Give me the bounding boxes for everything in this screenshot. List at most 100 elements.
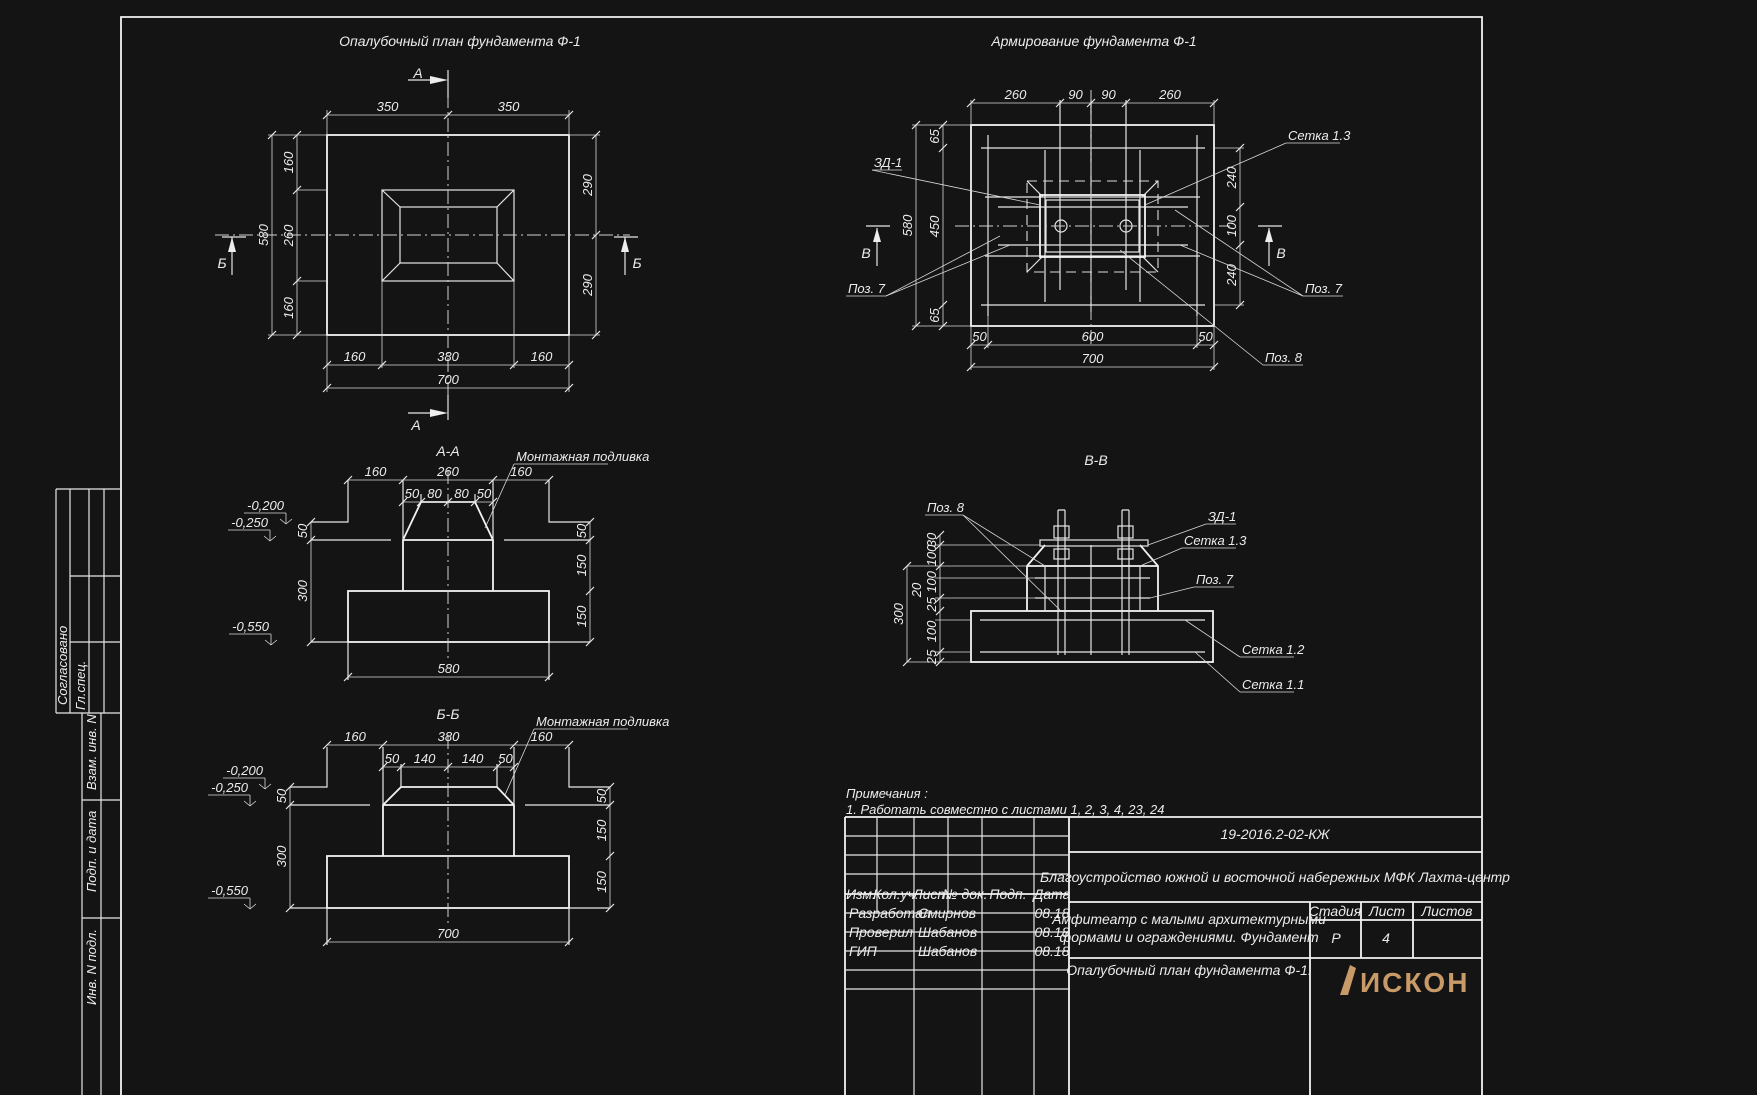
dimension-value: 350 xyxy=(377,99,399,114)
dimension-line xyxy=(443,110,453,120)
dimension-line xyxy=(279,518,287,525)
callout-label: Поз. 8 xyxy=(1265,350,1303,365)
project-name: Благоустройство южной и восточной набере… xyxy=(1040,869,1510,885)
dimension-value: 700 xyxy=(437,372,459,387)
formwork-plan: А А Б Б xyxy=(215,65,642,433)
dimension-line xyxy=(591,130,601,140)
dimension-line xyxy=(292,185,302,195)
dimension-value: 300 xyxy=(274,845,289,867)
callout-label: Монтажная подливка xyxy=(536,714,669,729)
dimension-line xyxy=(285,903,295,913)
dimension-line xyxy=(249,800,257,807)
sheet-value: 4 xyxy=(1382,930,1390,946)
dimension-value: 700 xyxy=(437,926,459,941)
dimension-line xyxy=(243,800,251,807)
dimension-line xyxy=(938,300,948,310)
row-date: 08.18 xyxy=(1034,943,1069,959)
dimension-line xyxy=(285,518,293,525)
header-sign: Подп. xyxy=(989,886,1026,902)
dimension-line xyxy=(264,639,272,646)
row-name: Шабанов xyxy=(918,943,977,959)
dimension-line xyxy=(938,143,948,153)
dimension-value: 240 xyxy=(1224,166,1239,189)
dimension-line xyxy=(1147,523,1207,546)
dimension-value: 50 xyxy=(274,788,289,803)
dimension-line xyxy=(1235,202,1245,212)
row-name: Смирнов xyxy=(918,905,976,921)
elevation-mark: -0,550 xyxy=(232,619,270,634)
dimension-value: 580 xyxy=(256,223,271,245)
dimension-value: 290 xyxy=(580,173,595,196)
drawing-name: Опалубочный план фундамента Ф-1. xyxy=(1066,962,1312,978)
plan-title: Опалубочный план фундамента Ф-1 xyxy=(339,33,581,49)
dimension-line xyxy=(398,475,408,485)
header-kol: Кол.уч. xyxy=(873,886,919,902)
dimension-line xyxy=(1235,240,1245,250)
cut-v-left: В xyxy=(861,245,870,261)
reinforcement-title: Армирование фундамента Ф-1 xyxy=(990,33,1196,49)
elevation-mark: -0,250 xyxy=(211,780,249,795)
dimension-value: 100 xyxy=(924,620,939,642)
section-vv-title: В-В xyxy=(1084,452,1107,468)
dimension-line xyxy=(267,330,277,340)
dimension-line xyxy=(377,360,387,370)
dimension-line xyxy=(938,321,948,331)
dimension-value: 600 xyxy=(1082,329,1104,344)
dimension-line xyxy=(1119,249,1264,366)
dimension-line xyxy=(885,244,1011,297)
dimension-line xyxy=(962,514,1046,567)
callout-label: Поз. 7 xyxy=(1196,572,1234,587)
dimension-line xyxy=(398,497,408,507)
elevation-mark: -0,200 xyxy=(247,498,285,513)
dimension-value: 25 xyxy=(924,649,939,665)
dimension-line xyxy=(935,540,945,550)
dimension-line xyxy=(966,362,976,372)
dimension-line xyxy=(322,360,332,370)
dimension-value: 80 xyxy=(427,486,442,501)
dimension-value: 65 xyxy=(927,129,942,144)
dimension-value: 50 xyxy=(574,523,589,538)
cut-v-right: В xyxy=(1276,245,1285,261)
stamp-replaced: Взам. инв. N xyxy=(84,714,99,790)
dimension-line xyxy=(396,762,406,772)
dimension-line xyxy=(249,903,257,910)
dimension-line xyxy=(488,475,498,485)
dimension-line xyxy=(544,672,554,682)
dimension-line xyxy=(605,782,615,792)
dimension-line xyxy=(306,637,316,647)
dimension-line xyxy=(605,851,615,861)
dimension-line xyxy=(306,517,316,527)
logo-icon xyxy=(1340,965,1356,995)
dimension-value: 160 xyxy=(531,349,553,364)
callout-label: Сетка 1.3 xyxy=(1184,533,1247,548)
dimension-line xyxy=(935,530,945,540)
dimension-value: 150 xyxy=(574,605,589,627)
dimension-line xyxy=(871,169,1041,206)
row-role: ГИП xyxy=(849,943,878,959)
dimension-line xyxy=(911,120,921,130)
dimension-line xyxy=(1209,98,1219,108)
dimension-line xyxy=(292,130,302,140)
dimension-line xyxy=(935,606,945,616)
doc-code: 19-2016.2-02-КЖ xyxy=(1220,826,1330,842)
dimension-line xyxy=(1174,209,1304,297)
dimension-line xyxy=(935,657,945,667)
row-date: 08.18 xyxy=(1034,924,1069,940)
header-izm: Изм. xyxy=(846,886,876,902)
dimension-line xyxy=(935,593,945,603)
dimension-line xyxy=(564,937,574,947)
callout-label: Поз. 7 xyxy=(848,281,886,296)
sheet-label: Лист xyxy=(1368,903,1405,919)
dimension-value: 150 xyxy=(574,554,589,576)
dimension-line xyxy=(292,330,302,340)
dimension-value: 260 xyxy=(281,224,296,247)
dimension-line xyxy=(1139,547,1183,567)
dimension-line xyxy=(378,762,388,772)
dimension-line xyxy=(585,535,595,545)
dimension-value: 80 xyxy=(454,486,469,501)
dimension-line xyxy=(378,740,388,750)
dimension-value: 150 xyxy=(594,819,609,841)
dimension-line xyxy=(605,903,615,913)
dimension-value: 25 xyxy=(924,597,939,613)
dimension-line xyxy=(885,235,1001,297)
